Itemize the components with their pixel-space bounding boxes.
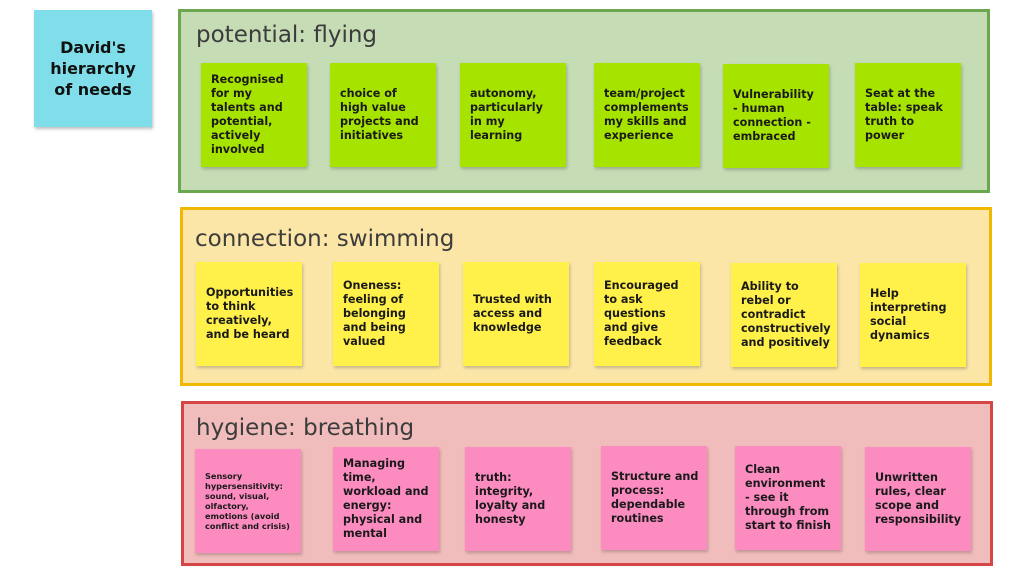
sticky-note[interactable]: Structure and process: dependable routin… bbox=[601, 446, 707, 550]
sticky-note[interactable]: choice of high value projects and initia… bbox=[330, 63, 436, 167]
sticky-note[interactable]: autonomy, particularly in my learning bbox=[460, 63, 566, 167]
sticky-note[interactable]: truth: integrity, loyalty and honesty bbox=[465, 447, 571, 551]
sticky-note[interactable]: team/project complements my skills and e… bbox=[594, 63, 700, 167]
sticky-note[interactable]: Ability to rebel or contradict construct… bbox=[731, 263, 837, 367]
sticky-note[interactable]: Unwritten rules, clear scope and respons… bbox=[865, 447, 971, 551]
frame-title: hygiene: breathing bbox=[196, 415, 415, 441]
title-sticky-note[interactable]: David's hierarchy of needs bbox=[34, 10, 152, 127]
sticky-note[interactable]: Opportunities to think creatively, and b… bbox=[196, 262, 302, 366]
sticky-note[interactable]: Help interpreting social dynamics bbox=[860, 263, 966, 367]
frame-title: potential: flying bbox=[196, 22, 378, 48]
frame-title: connection: swimming bbox=[195, 226, 455, 252]
sticky-note[interactable]: Clean environment - see it through from … bbox=[735, 446, 841, 550]
sticky-note[interactable]: Recognised for my talents and potential,… bbox=[201, 63, 307, 167]
diagram-title: David's hierarchy of needs bbox=[50, 38, 136, 99]
sticky-note[interactable]: Trusted with access and knowledge bbox=[463, 262, 569, 366]
sticky-note[interactable]: Sensory hypersensitivity: sound, visual,… bbox=[195, 449, 301, 553]
sticky-note[interactable]: Managing time, workload and energy: phys… bbox=[333, 447, 439, 551]
sticky-note[interactable]: Seat at the table: speak truth to power bbox=[855, 63, 961, 167]
sticky-note[interactable]: Oneness: feeling of belonging and being … bbox=[333, 262, 439, 366]
frame-potential-flying[interactable]: potential: flying bbox=[178, 9, 990, 193]
frame-connection-swimming[interactable]: connection: swimming bbox=[180, 207, 992, 386]
frame-hygiene-breathing[interactable]: hygiene: breathing bbox=[181, 401, 993, 566]
sticky-note[interactable]: Encouraged to ask questions and give fee… bbox=[594, 262, 700, 366]
sticky-note[interactable]: Vulnerability - human connection - embra… bbox=[723, 64, 829, 168]
